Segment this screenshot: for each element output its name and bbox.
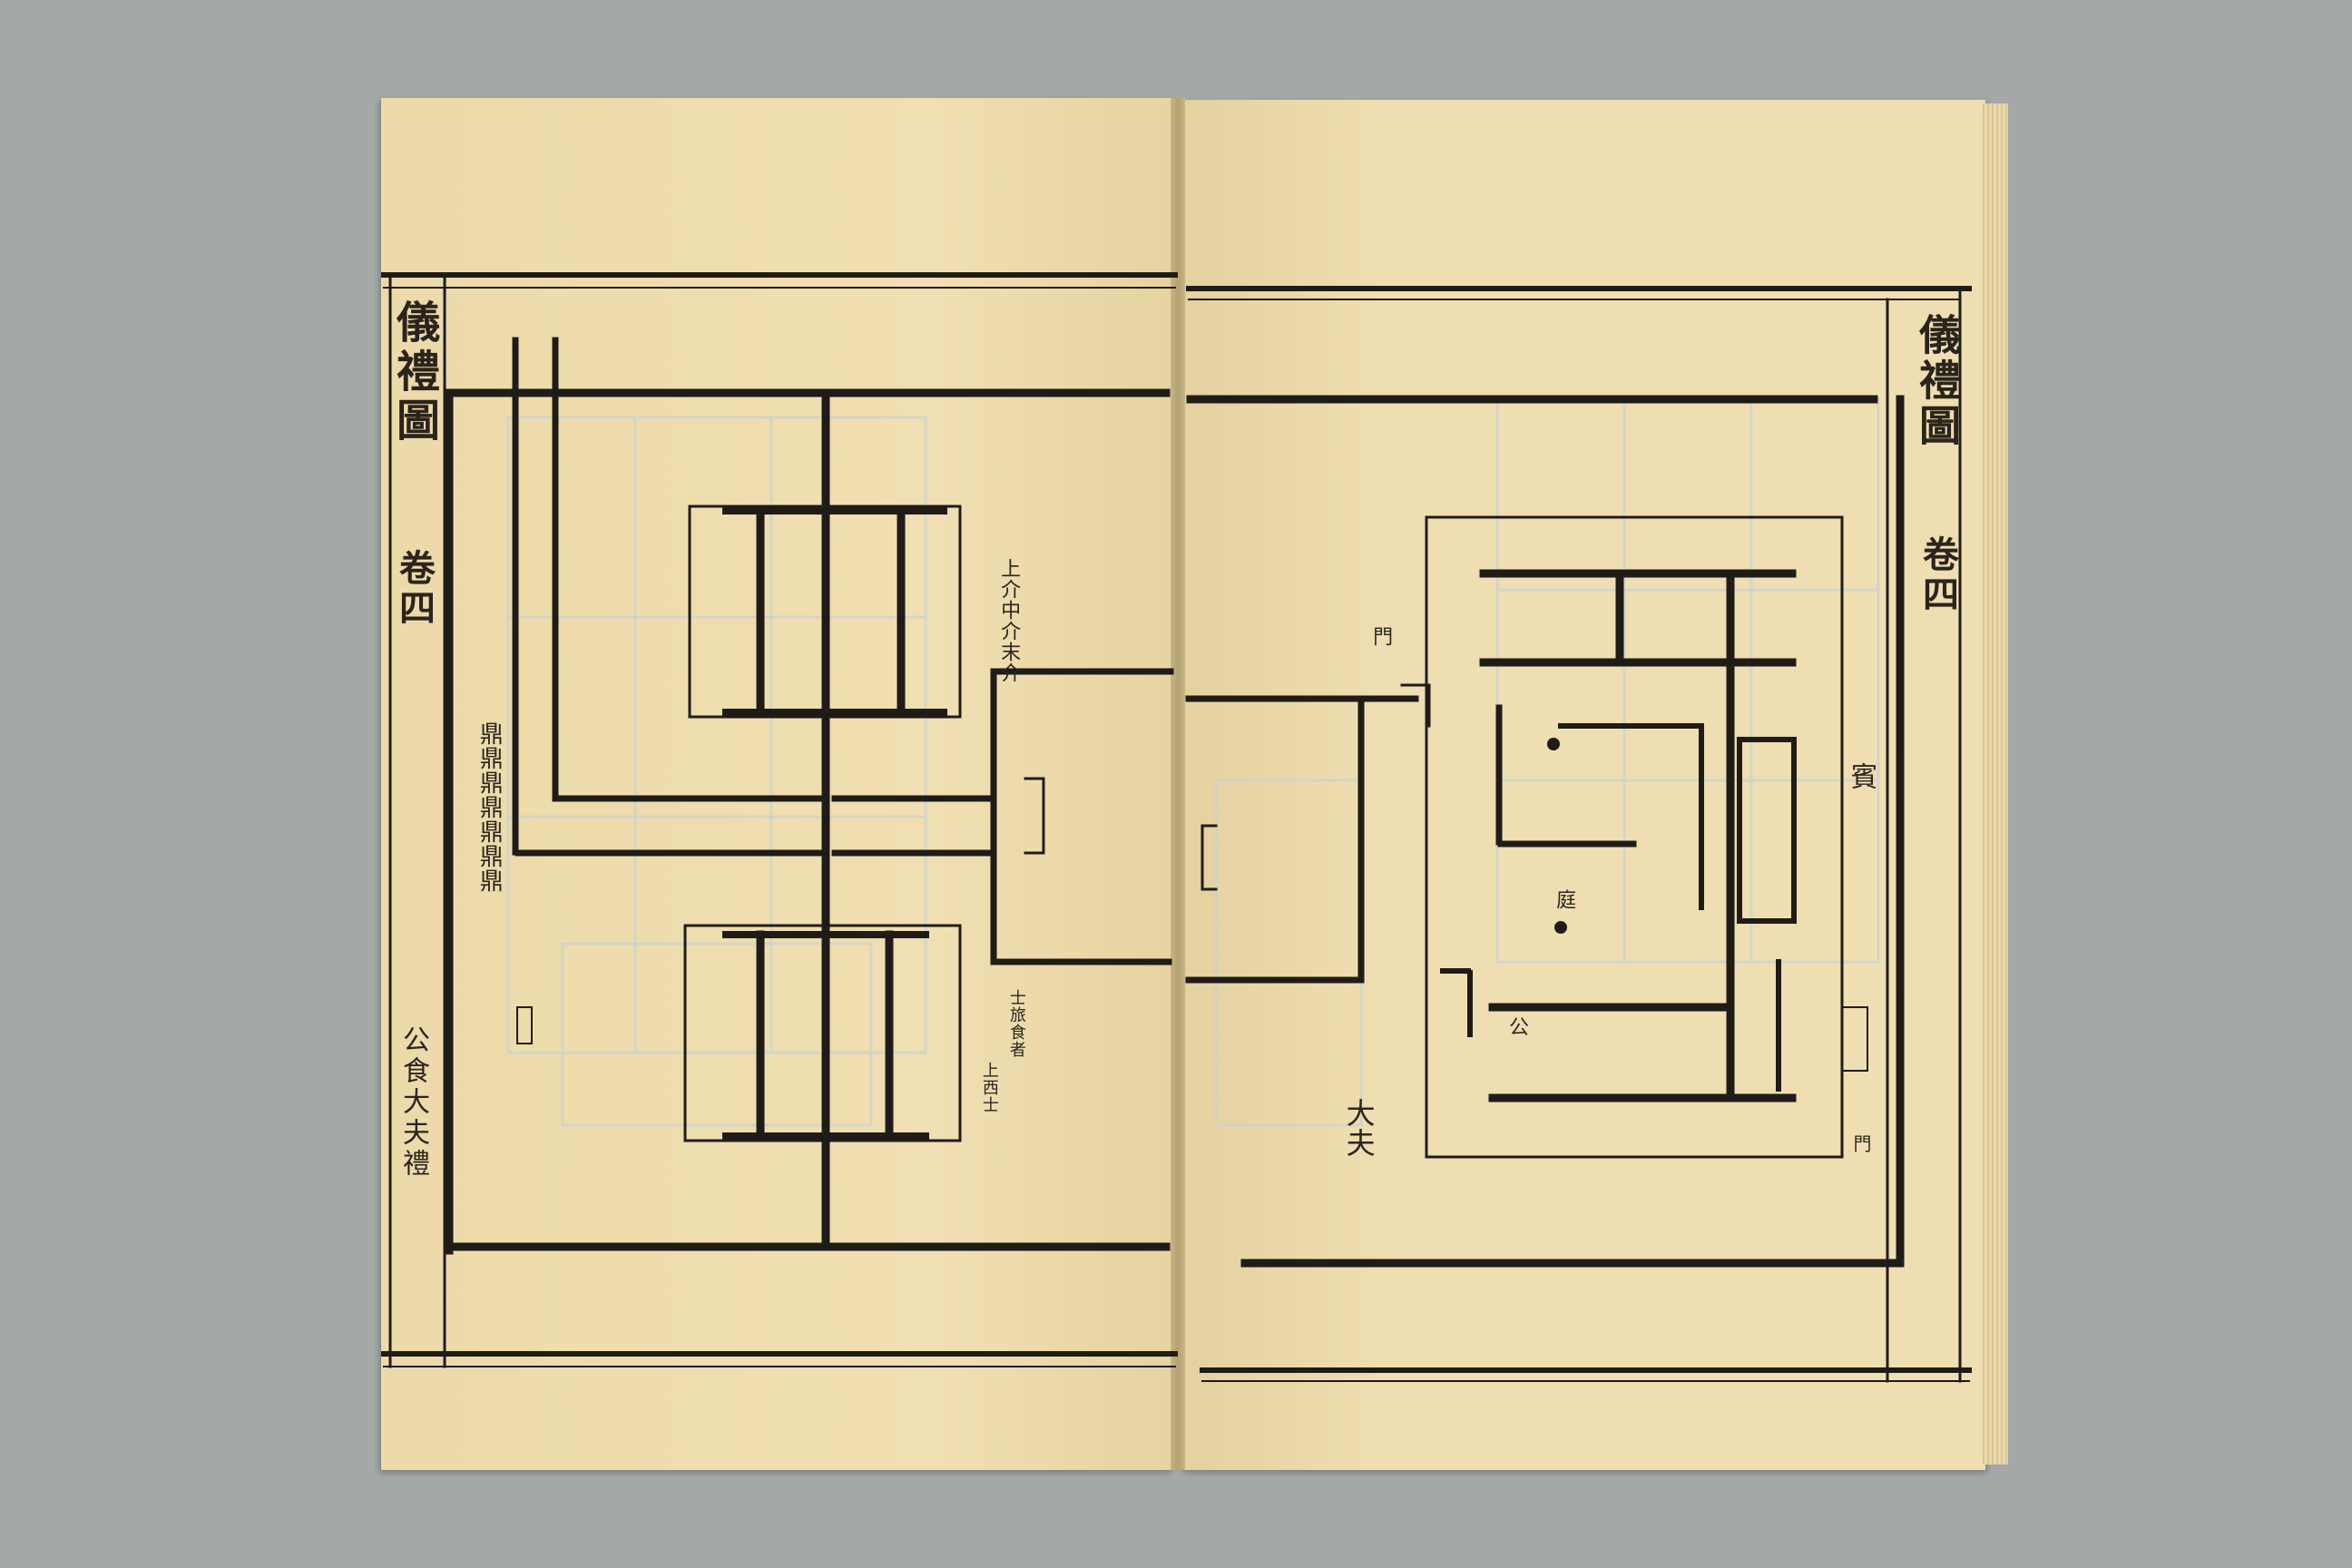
label-guest-notes: 士旅食者 [1006,989,1026,1058]
right-page-frame [1186,286,1972,1383]
left-chapter-title: 公食大夫禮 [397,1025,429,1180]
label-courtyard: 庭 [1553,889,1576,910]
label-attendants: 上介中介末介 [997,558,1021,683]
show-through-ghost-lines [506,397,1880,1127]
right-page [1181,100,1985,1470]
label-west-hall: 大夫 [1341,1098,1377,1158]
left-upper-hall [688,505,962,719]
left-courtyard-wall [445,388,1171,1255]
label-guest-west: 上西士 [979,1062,999,1113]
left-page-frame [381,272,1178,1368]
right-dashed-enclosure [1185,695,1781,1092]
left-small-markers [516,777,1045,1044]
right-courtyard-wall [1186,395,1905,1268]
label-gate: 門 [1850,1134,1872,1153]
left-book-title: 儀禮圖 [388,299,439,446]
book-gutter [1171,98,1185,1470]
page-edges [1983,103,2008,1465]
label-tripods: 鼎鼎鼎鼎鼎鼎鼎 [475,721,504,893]
right-book-title: 儀禮圖 [1913,313,1962,449]
right-inner-compound [1425,515,1844,1159]
label-east-hall: 賓 [1845,762,1877,790]
left-procession-paths [512,337,1174,965]
left-volume-number: 卷四 [393,549,436,629]
right-small-markers [1200,683,1868,1072]
label-hall-mid: 門 [1369,626,1393,647]
left-lower-hall [683,924,962,1142]
right-volume-number: 卷四 [1916,535,1959,615]
label-official-west: 公 [1505,1016,1529,1037]
